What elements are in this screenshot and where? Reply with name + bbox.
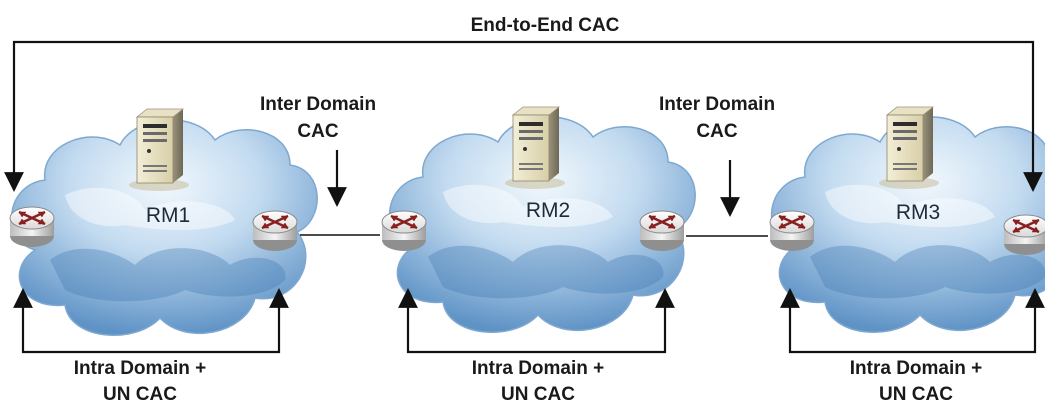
- intra-domain-arrow-1: [13, 288, 289, 354]
- intra-domain-label-3-line1: Intra Domain +: [850, 358, 983, 379]
- router-d1-edge-icon: [8, 205, 56, 249]
- rm2-label: RM2: [526, 199, 570, 222]
- intra-domain-label-1-line2: UN CAC: [103, 384, 177, 405]
- inter-domain-label-2-line1: Inter Domain: [659, 94, 775, 115]
- router-d3-edge-icon: [1002, 213, 1045, 257]
- router-d3-ingress-icon: [768, 209, 816, 253]
- intra-domain-arrow-3: [780, 288, 1045, 354]
- router-d2-ingress-icon: [380, 209, 428, 253]
- intra-domain-label-2-line2: UN CAC: [501, 384, 575, 405]
- inter-domain-label-1-line2: CAC: [297, 121, 338, 142]
- intra-domain-label-3-line2: UN CAC: [879, 384, 953, 405]
- intra-domain-arrow-2: [398, 288, 675, 354]
- inter-domain-label-1-line1: Inter Domain: [260, 94, 376, 115]
- end-to-end-title: End-to-End CAC: [471, 15, 620, 36]
- router-d2-egress-icon: [638, 209, 686, 253]
- title-backdrop: [455, 8, 645, 34]
- intra-domain-label-2-line1: Intra Domain +: [472, 358, 605, 379]
- intra-domain-label-1-line1: Intra Domain +: [74, 358, 207, 379]
- router-d1-border-icon: [251, 209, 299, 253]
- rm1-label: RM1: [146, 204, 190, 227]
- inter-domain-label-2-line2: CAC: [696, 121, 737, 142]
- rm3-label: RM3: [896, 201, 940, 224]
- end-to-end-arrow: [4, 40, 1043, 192]
